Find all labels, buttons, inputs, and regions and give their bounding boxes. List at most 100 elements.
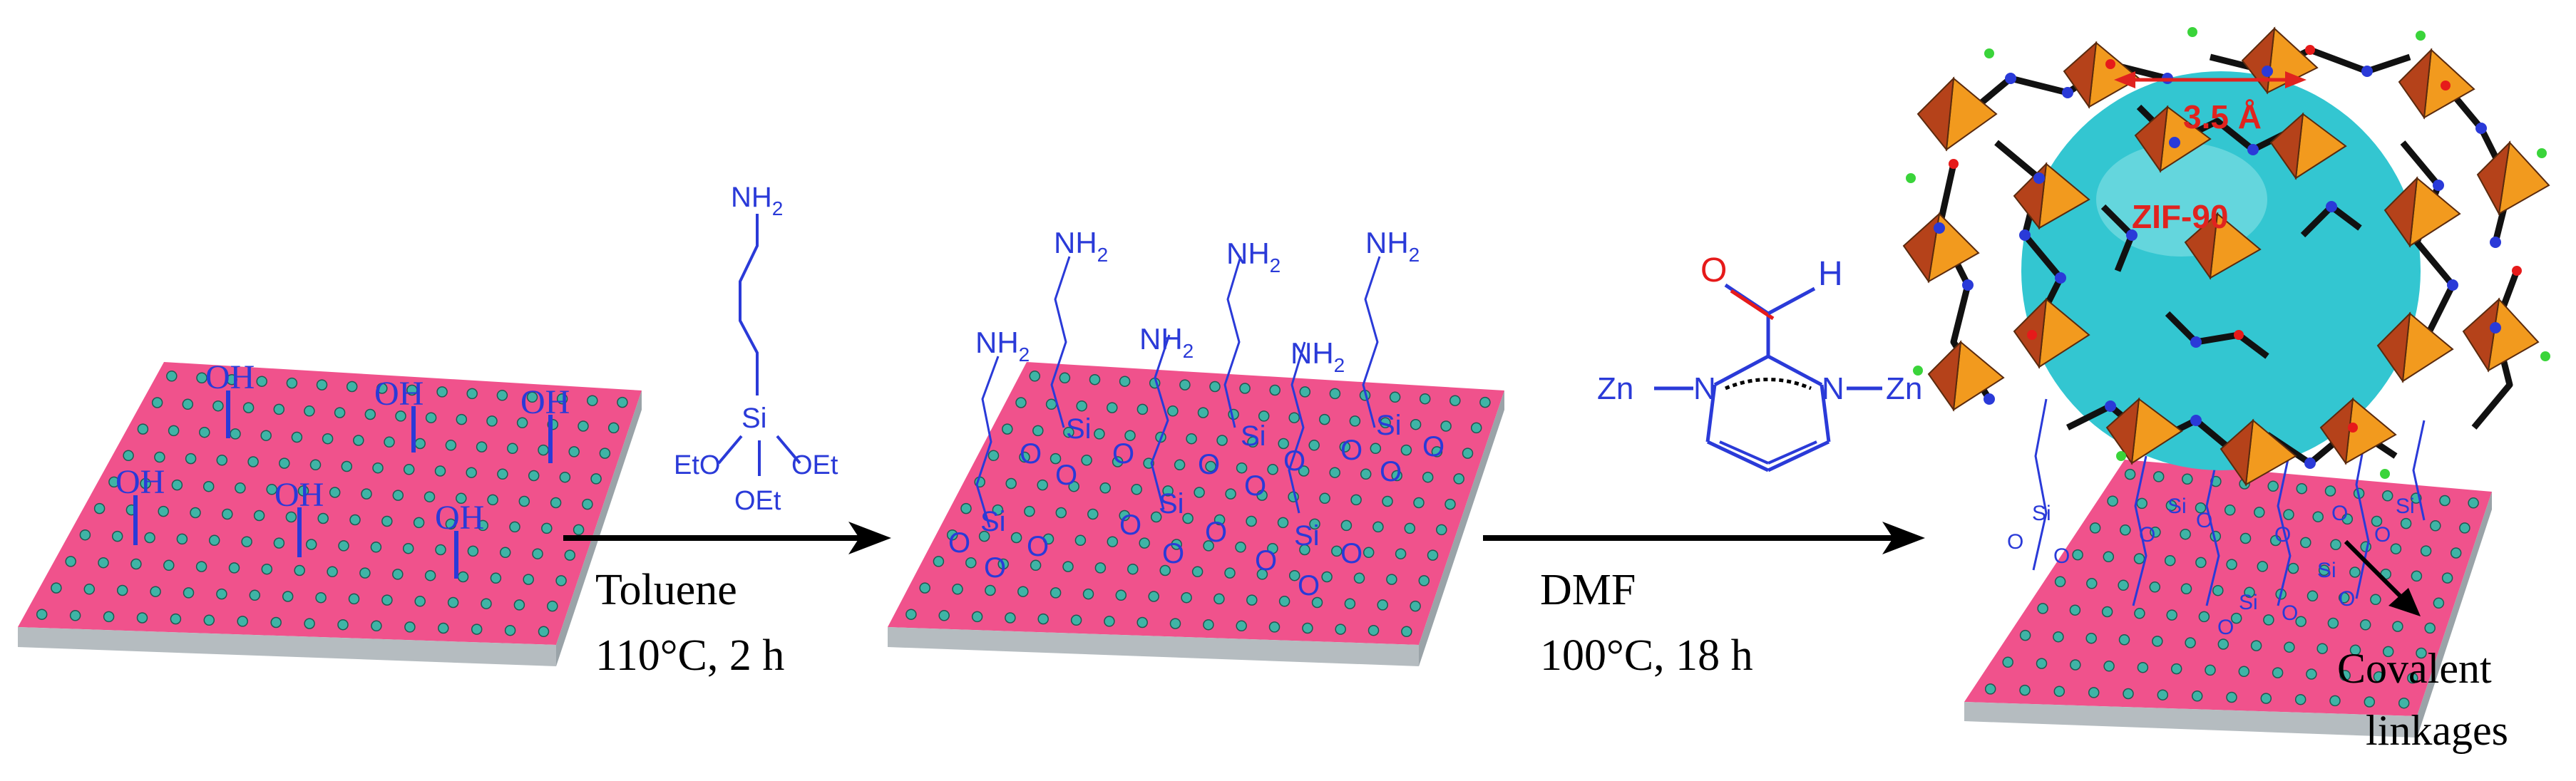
surface-site-dot xyxy=(2382,646,2394,658)
surface-site-dot xyxy=(2306,590,2319,602)
surface-site-dot xyxy=(1462,448,1474,459)
surface-site-dot xyxy=(2053,686,2066,697)
surface-site-dot xyxy=(304,405,315,417)
surface-site-dot xyxy=(154,451,165,463)
surface-site-dot xyxy=(2212,584,2224,596)
surface-site-dot xyxy=(216,588,227,600)
surface-site-dot xyxy=(2254,507,2265,518)
surface-site-dot xyxy=(256,376,267,387)
surface-site-dot xyxy=(1131,484,1142,495)
surface-site-dot xyxy=(315,591,327,604)
surface-site-dot xyxy=(266,484,277,495)
surface-site-dot xyxy=(1050,452,1062,465)
grafted-labels: NH2 NH2 NH2 NH2 NH2 NH2 Si Si Si Si Si S… xyxy=(948,226,1444,601)
surface-site-dot xyxy=(338,540,349,552)
oxygen-label: O xyxy=(2053,544,2070,568)
surface-site-dot xyxy=(1081,455,1092,466)
surface-site-dot xyxy=(2101,606,2113,618)
silicon-label: Si xyxy=(2396,495,2415,518)
surface-site-dot xyxy=(1288,412,1300,423)
substrate-3 xyxy=(1964,460,2492,738)
oxygen-label: O xyxy=(2374,523,2391,547)
surface-site-dot xyxy=(170,613,182,625)
surface-site-dot xyxy=(2157,689,2169,700)
surface-site-dot xyxy=(235,482,246,494)
surface-site-dot xyxy=(79,529,91,541)
surface-site-dot xyxy=(2118,579,2129,591)
surface-site-dot xyxy=(1050,587,1062,599)
zn-tetrahedra xyxy=(1902,26,2550,487)
surface-site-dot xyxy=(1391,470,1402,482)
surface-site-dot xyxy=(1055,507,1067,519)
surface-site-dot xyxy=(1136,616,1148,629)
surface-site-dot xyxy=(1174,459,1186,471)
oxygen-label: O xyxy=(1055,460,1077,491)
surface-site-dot xyxy=(1479,396,1491,408)
surface-site-dot xyxy=(559,471,571,483)
surface-site-dot xyxy=(2088,687,2100,698)
surface-site-dot xyxy=(249,589,261,601)
surface-site-dot xyxy=(436,386,448,398)
surface-site-dot xyxy=(1453,473,1464,485)
surface-site-dot xyxy=(946,529,958,541)
surface-site-dot xyxy=(2329,695,2341,707)
surface-site-dot xyxy=(1005,477,1017,490)
amine-label: NH2 xyxy=(1054,226,1108,266)
surface-site-dot xyxy=(2433,597,2445,609)
surface-site-dot xyxy=(2118,634,2130,646)
surface-site-dot xyxy=(425,412,437,423)
surface-site-dot xyxy=(2136,497,2147,510)
surface-site-dot xyxy=(241,536,252,547)
surface-site-dot xyxy=(2123,688,2134,700)
surface-site-dot xyxy=(253,510,265,522)
silicon-label: Si xyxy=(2032,502,2051,525)
surface-site-dot xyxy=(2267,480,2279,492)
surface-site-dot xyxy=(2205,664,2216,676)
surface-site-dot xyxy=(1367,624,1380,636)
surface-site-dot xyxy=(1258,410,1270,422)
oh-label: OH xyxy=(205,358,255,396)
surface-site-dot xyxy=(392,490,404,501)
surface-site-dot xyxy=(166,371,178,382)
surface-site-dot xyxy=(1400,444,1412,456)
surface-site-dot xyxy=(116,584,128,596)
oxygen-label: O xyxy=(2274,523,2291,547)
surface-site-dot xyxy=(222,508,233,520)
surface-site-dot xyxy=(2349,644,2361,656)
surface-site-dot xyxy=(1094,562,1107,574)
surface-site-dot xyxy=(2263,614,2274,626)
surface-site-dot xyxy=(381,594,393,606)
zn-tetrahedron xyxy=(1927,340,2005,412)
surface-site-dot xyxy=(1418,575,1430,586)
surface-site-dot xyxy=(2420,545,2432,557)
surface-site-dot xyxy=(36,609,48,620)
oh-label: OH xyxy=(116,463,165,501)
surface-site-dot xyxy=(1329,467,1340,478)
surface-site-dot xyxy=(140,477,151,490)
surface-site-dot xyxy=(1186,433,1197,445)
surface-site-dot xyxy=(2390,543,2402,554)
surface-site-dot xyxy=(2070,659,2081,671)
surface-site-dot xyxy=(291,431,303,443)
surface-site-dot xyxy=(2359,619,2371,631)
aptes-amine-label: NH2 xyxy=(731,182,783,219)
silicon-label: Si xyxy=(2167,495,2187,518)
chain xyxy=(975,356,1000,528)
surface-site-dot xyxy=(1278,596,1290,607)
surface-site-dot xyxy=(582,498,593,510)
surface-site-dot xyxy=(1169,618,1181,629)
substrate-1-side xyxy=(556,390,642,666)
surface-site-dot xyxy=(1235,542,1246,553)
silicon-label: Si xyxy=(1376,410,1402,441)
surface-site-dot xyxy=(93,502,106,514)
surface-site-dot xyxy=(1167,405,1179,417)
surface-site-dot xyxy=(1298,465,1310,477)
surface-site-dot xyxy=(199,426,210,438)
surface-site-dot xyxy=(2182,473,2193,485)
surface-site-dot xyxy=(171,479,183,491)
surface-site-dot xyxy=(2269,534,2282,547)
surface-site-dot xyxy=(158,505,169,517)
surface-site-dot xyxy=(1382,495,1393,507)
surface-site-dot xyxy=(499,547,511,559)
